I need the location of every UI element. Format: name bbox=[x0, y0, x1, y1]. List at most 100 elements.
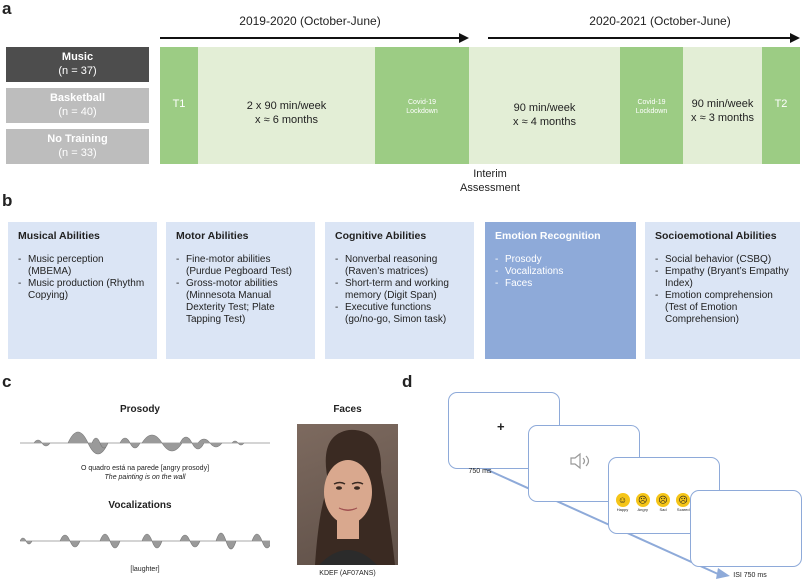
panel-b-label: b bbox=[2, 191, 13, 210]
measure-item: Executive functions (go/no-go, Simon tas… bbox=[335, 302, 464, 326]
emoji-label: Scared bbox=[676, 507, 690, 512]
measure-list: Prosody Vocalizations Faces bbox=[495, 254, 626, 290]
lockdown-1-text: Covid-19 Lockdown bbox=[375, 98, 469, 116]
group-name: No Training bbox=[47, 133, 108, 145]
lockdown-2-text: Covid-19 Lockdown bbox=[620, 98, 683, 116]
period-2020-label: 2020-2021 (October-June) bbox=[589, 14, 731, 28]
lockdown-1-line2: Lockdown bbox=[406, 108, 438, 115]
faces-caption: KDEF (AF07ANS) bbox=[319, 570, 376, 577]
segment-1-duration: x ≈ 6 months bbox=[255, 114, 318, 126]
panel-a-label: a bbox=[2, 0, 12, 18]
segment-3-text: 90 min/week x ≈ 3 months bbox=[683, 97, 762, 125]
t2-block bbox=[762, 47, 800, 164]
measure-title: Socioemotional Abilities bbox=[655, 230, 777, 242]
group-name: Music bbox=[61, 51, 94, 63]
emoji-label: Happy bbox=[616, 507, 629, 512]
period-2020-arrow bbox=[488, 37, 792, 39]
prosody-translation: The painting is on the wall bbox=[104, 474, 186, 481]
prosody-sentence: O quadro está na parede [angry prosody] bbox=[80, 465, 210, 472]
measure-item: Fine-motor abilities (Purdue Pegboard Te… bbox=[176, 254, 305, 278]
fixation-cross: + bbox=[497, 419, 505, 434]
emoji-happy[interactable]: ☺ Happy bbox=[614, 493, 631, 515]
lockdown-2-line2: Lockdown bbox=[635, 108, 668, 115]
group-sample-size: (n = 37) bbox=[58, 65, 97, 77]
face-illustration bbox=[315, 429, 395, 565]
fixation-duration: 750 ms bbox=[468, 468, 492, 475]
measure-title: Motor Abilities bbox=[176, 230, 249, 242]
segment-3-frequency: 90 min/week bbox=[691, 98, 754, 110]
blank-screen bbox=[690, 490, 802, 567]
measure-box-emotion: Emotion Recognition Prosody Vocalization… bbox=[485, 222, 636, 359]
timeline-background bbox=[160, 47, 800, 164]
emoji-sad-icon: ☹ bbox=[656, 493, 670, 507]
period-2019-label: 2019-2020 (October-June) bbox=[239, 14, 381, 28]
emoji-angry[interactable]: ☹ Angry bbox=[634, 493, 651, 515]
group-name: Basketball bbox=[49, 92, 106, 104]
emoji-label: Angry bbox=[637, 507, 648, 512]
arrow-head bbox=[459, 33, 469, 43]
face-photo bbox=[297, 424, 398, 565]
isi-label: ISI 750 ms bbox=[733, 572, 767, 579]
group-music: Music (n = 37) bbox=[6, 47, 149, 82]
measure-list: Social behavior (CSBQ) Empathy (Bryant’s… bbox=[655, 254, 790, 326]
t2-label: T2 bbox=[774, 98, 788, 110]
interim-assessment: Interim Assessment bbox=[440, 167, 540, 195]
segment-3-duration: x ≈ 3 months bbox=[691, 112, 754, 124]
segment-2-text: 90 min/week x ≈ 4 months bbox=[469, 101, 620, 129]
measure-item: Short-term and working memory (Digit Spa… bbox=[335, 278, 464, 302]
segment-1-frequency: 2 x 90 min/week bbox=[246, 100, 327, 112]
lockdown-2-line1: Covid-19 bbox=[637, 99, 666, 106]
emoji-label: Sad bbox=[659, 507, 667, 512]
measure-item: Social behavior (CSBQ) bbox=[655, 254, 790, 266]
lockdown-1-block bbox=[375, 47, 469, 164]
speaker-icon bbox=[570, 452, 590, 470]
t1-block bbox=[160, 47, 198, 164]
measure-item: Empathy (Bryant’s Empathy Index) bbox=[655, 266, 790, 290]
vocalizations-title: Vocalizations bbox=[108, 500, 172, 511]
measure-list: Fine-motor abilities (Purdue Pegboard Te… bbox=[176, 254, 305, 326]
interim-line1: Interim bbox=[473, 168, 507, 180]
measure-item: Prosody bbox=[495, 254, 626, 266]
measure-title: Cognitive Abilities bbox=[335, 230, 427, 242]
segment-1-text: 2 x 90 min/week x ≈ 6 months bbox=[198, 99, 375, 127]
measure-title: Musical Abilities bbox=[18, 230, 100, 242]
measure-title: Emotion Recognition bbox=[495, 230, 601, 242]
interim-line2: Assessment bbox=[460, 182, 520, 194]
group-no-training: No Training (n = 33) bbox=[6, 129, 149, 164]
emoji-scared-icon: ☹ bbox=[676, 493, 691, 507]
measure-box-cognitive: Cognitive Abilities Nonverbal reasoning … bbox=[325, 222, 474, 359]
measure-box-motor: Motor Abilities Fine-motor abilities (Pu… bbox=[166, 222, 315, 359]
emoji-angry-icon: ☹ bbox=[635, 493, 650, 507]
measure-item: Emotion comprehension (Test of Emotion C… bbox=[655, 290, 790, 326]
measure-item: Faces bbox=[495, 278, 626, 290]
arrow-head bbox=[790, 33, 800, 43]
measure-list: Nonverbal reasoning (Raven’s matrices) S… bbox=[335, 254, 464, 326]
group-sample-size: (n = 33) bbox=[58, 147, 97, 159]
lockdown-1-line1: Covid-19 bbox=[407, 99, 436, 106]
emoji-happy-icon: ☺ bbox=[615, 493, 630, 507]
lockdown-2-block bbox=[620, 47, 683, 164]
measure-box-musical: Musical Abilities Music perception (MBEM… bbox=[8, 222, 157, 359]
emoji-scared[interactable]: ☹ Scared bbox=[675, 493, 692, 515]
segment-2-frequency: 90 min/week bbox=[513, 102, 576, 114]
measure-list: Music perception (MBEMA) Music productio… bbox=[18, 254, 147, 302]
panel-c-label: c bbox=[2, 372, 12, 391]
measure-box-socioemotional: Socioemotional Abilities Social behavior… bbox=[645, 222, 800, 359]
measure-item: Music perception (MBEMA) bbox=[18, 254, 147, 278]
prosody-waveform bbox=[20, 431, 270, 455]
prosody-title: Prosody bbox=[119, 404, 160, 415]
measure-item: Gross-motor abilities (Minnesota Manual … bbox=[176, 278, 305, 326]
measure-item: Music production (Rhythm Copying) bbox=[18, 278, 147, 302]
faces-title: Faces bbox=[333, 404, 362, 415]
time-arrow bbox=[448, 451, 730, 579]
segment-2-duration: x ≈ 4 months bbox=[513, 116, 576, 128]
measure-item: Vocalizations bbox=[495, 266, 626, 278]
t1-label: T1 bbox=[172, 98, 186, 110]
panel-d-label: d bbox=[402, 372, 413, 391]
measure-item: Nonverbal reasoning (Raven’s matrices) bbox=[335, 254, 464, 278]
vocalizations-waveform bbox=[20, 532, 270, 550]
vocalizations-caption: [laughter] bbox=[130, 566, 160, 573]
group-sample-size: (n = 40) bbox=[58, 106, 97, 118]
emoji-sad[interactable]: ☹ Sad bbox=[655, 493, 672, 515]
period-2019-arrow bbox=[160, 37, 460, 39]
